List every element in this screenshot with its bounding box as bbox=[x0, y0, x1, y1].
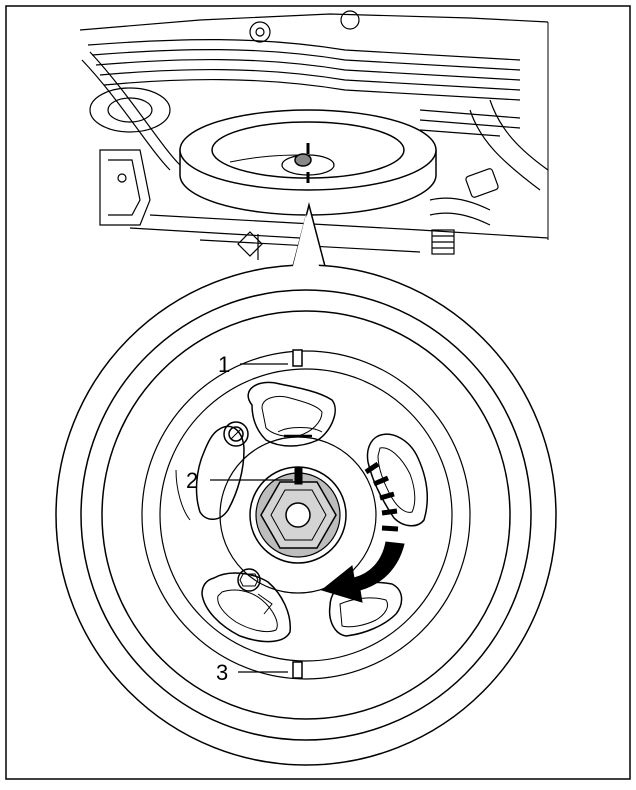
belt-rib bbox=[95, 59, 521, 81]
hub-boss-edge bbox=[277, 427, 323, 433]
rotation-hatch bbox=[381, 525, 399, 532]
top-bolt-center bbox=[255, 27, 265, 37]
belt-rib bbox=[419, 109, 521, 119]
pulley-small-bolt-slot bbox=[230, 428, 242, 440]
rotation-hatch bbox=[381, 508, 398, 516]
belt-rib bbox=[103, 79, 521, 101]
timing-mark-1 bbox=[292, 349, 303, 367]
callout-1: 1 bbox=[218, 352, 230, 377]
pulley-inner-ring bbox=[159, 368, 453, 662]
zoom-pointer-fill bbox=[292, 214, 320, 270]
belt-rib bbox=[419, 129, 501, 137]
pulley-small-bolt bbox=[237, 568, 261, 592]
callout-3: 3 bbox=[216, 660, 228, 685]
rotation-hatch bbox=[364, 461, 380, 475]
pulley-window bbox=[328, 581, 403, 637]
pulley-small-bolt-head bbox=[228, 426, 244, 442]
left-hose bbox=[89, 51, 181, 166]
pulley-window bbox=[195, 425, 245, 520]
left-bracket bbox=[99, 149, 151, 226]
right-hose bbox=[469, 109, 541, 191]
top-bolt bbox=[340, 10, 360, 30]
crank-bolt-nut-chamfer bbox=[270, 489, 327, 541]
timing-mark-2 bbox=[294, 467, 303, 485]
rotation-hatch bbox=[379, 491, 395, 501]
pulley-window-inner bbox=[217, 589, 278, 633]
lower-frame bbox=[149, 214, 549, 239]
engine-block-top bbox=[79, 13, 549, 31]
pulley-bracket-detail bbox=[257, 593, 273, 615]
right-hose bbox=[489, 99, 549, 171]
crank-bolt-center bbox=[285, 502, 311, 528]
top-crank-pulley bbox=[179, 109, 437, 216]
right-hose-lower bbox=[429, 212, 491, 226]
pulley-window bbox=[366, 433, 429, 527]
callout-2: 2 bbox=[186, 468, 198, 493]
idler-pulley-hub bbox=[107, 97, 153, 123]
detail-pulley bbox=[80, 289, 532, 741]
figure-frame bbox=[5, 5, 631, 780]
left-hose bbox=[81, 59, 171, 171]
left-bracket-inner bbox=[108, 159, 141, 216]
curved-arrow-counterclockwise-icon bbox=[320, 541, 405, 603]
belt-rib bbox=[87, 38, 521, 61]
belt-rib bbox=[91, 49, 521, 71]
top-bolt bbox=[249, 21, 271, 43]
top-pulley-nut bbox=[294, 153, 312, 167]
rotation-hatch bbox=[373, 475, 389, 487]
pulley-window-inner bbox=[339, 597, 389, 628]
timing-mark-3 bbox=[292, 661, 303, 679]
engine-overview bbox=[79, 10, 549, 260]
belt-rib bbox=[99, 69, 521, 91]
hub-washer bbox=[249, 466, 347, 564]
belt-rib bbox=[419, 119, 521, 129]
pulley-web-edge bbox=[175, 469, 191, 521]
pulley-small-bolt-head bbox=[239, 573, 259, 587]
bracket-bolt bbox=[117, 173, 127, 183]
pulley-window-inner bbox=[261, 395, 323, 437]
pulley-window bbox=[247, 381, 336, 447]
hose-clamp bbox=[465, 168, 499, 198]
lower-frame bbox=[129, 227, 301, 239]
top-pulley-detail bbox=[229, 154, 301, 163]
idler-pulley bbox=[89, 87, 171, 133]
right-gear-teeth bbox=[432, 235, 454, 249]
pulley-small-bolt bbox=[223, 421, 249, 447]
right-hose-lower bbox=[429, 197, 491, 211]
pulley-web-ring bbox=[141, 350, 471, 680]
pulley-rim-inner bbox=[101, 310, 511, 720]
pulley-window bbox=[201, 572, 291, 643]
